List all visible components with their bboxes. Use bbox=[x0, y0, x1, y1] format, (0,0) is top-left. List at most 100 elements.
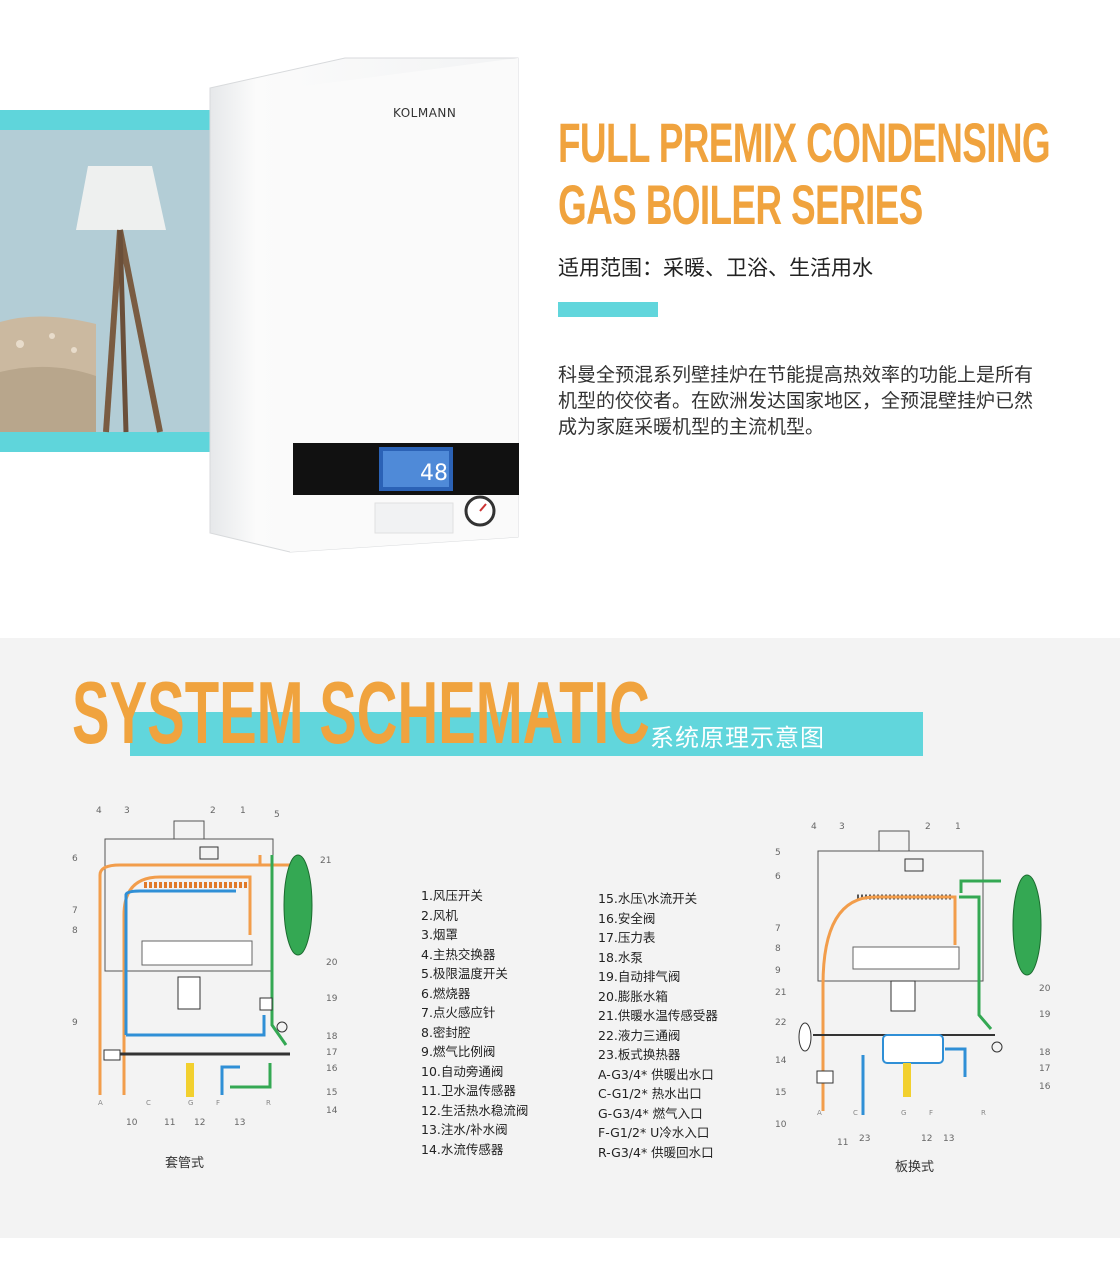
diagram-number: 15 bbox=[326, 1088, 337, 1098]
legend-item: R-G3/4* 供暖回水口 bbox=[598, 1144, 714, 1160]
diagram-number: 20 bbox=[1039, 984, 1051, 994]
right-schematic-diagram: 4 3 2 1 5 6 7 8 9 21 22 14 15 10 20 19 1… bbox=[775, 822, 1051, 1148]
diagram-number: 4 bbox=[811, 822, 817, 832]
diagram-number: 1 bbox=[955, 822, 961, 832]
legend-item: 4.主热交换器 bbox=[421, 946, 496, 962]
diagram-number: 15 bbox=[775, 1088, 786, 1098]
legend-item: 1.风压开关 bbox=[421, 888, 483, 903]
legend-item: 13.注水/补水阀 bbox=[421, 1122, 508, 1137]
diagram-number: 14 bbox=[775, 1056, 787, 1066]
legend-item: 21.供暖水温传感受器 bbox=[598, 1008, 718, 1023]
room-photo bbox=[0, 110, 212, 452]
diagram-number: 17 bbox=[1039, 1064, 1050, 1074]
port-label: C bbox=[146, 1099, 151, 1107]
diagram-number: 9 bbox=[775, 966, 781, 976]
diagram-number: 10 bbox=[775, 1120, 787, 1130]
legend-item: 5.极限温度开关 bbox=[421, 966, 508, 981]
diagram-number: 16 bbox=[1039, 1082, 1051, 1092]
left-diagram-caption: 套管式 bbox=[165, 1156, 205, 1171]
diagram-number: 8 bbox=[775, 944, 781, 954]
port-label: R bbox=[981, 1109, 986, 1117]
diagram-number: 21 bbox=[320, 856, 331, 866]
page-title: FULL PREMIX CONDENSING GAS BOILER SERIES bbox=[558, 111, 1051, 236]
diagram-number: 12 bbox=[921, 1134, 932, 1144]
diagram-number: 23 bbox=[859, 1134, 870, 1144]
legend-item: 7.点火感应针 bbox=[421, 1005, 496, 1020]
diagram-number: 18 bbox=[1039, 1048, 1051, 1058]
diagram-number: 11 bbox=[164, 1118, 175, 1128]
diagram-number: 4 bbox=[96, 806, 102, 816]
legend-item: 10.自动旁通阀 bbox=[421, 1063, 504, 1079]
port-label: F bbox=[216, 1099, 220, 1107]
title-line-1: FULL PREMIX CONDENSING bbox=[558, 111, 1051, 174]
diagram-number: 11 bbox=[837, 1138, 848, 1148]
schematic-title: SYSTEM SCHEMATIC bbox=[72, 663, 650, 762]
port-label: F bbox=[929, 1109, 933, 1117]
legend-item: 15.水压\水流开关 bbox=[598, 891, 698, 906]
legend-item: 16.安全阀 bbox=[598, 910, 656, 926]
diagram-number: 22 bbox=[775, 1018, 786, 1028]
port-label: G bbox=[901, 1109, 906, 1117]
legend-item: C-G1/2* 热水出口 bbox=[598, 1086, 702, 1101]
schematic-title-bar bbox=[130, 712, 923, 756]
schematic-subtitle: 系统原理示意图 bbox=[650, 724, 825, 752]
application-scope: 适用范围：采暖、卫浴、生活用水 bbox=[558, 256, 873, 280]
left-schematic-diagram: 4 3 2 1 5 6 7 8 9 21 20 19 18 17 16 15 1… bbox=[72, 806, 338, 1128]
diagram-number: 2 bbox=[925, 822, 931, 832]
diagram-number: 9 bbox=[72, 1018, 78, 1028]
product-description: 科曼全预混系列壁挂炉在节能提高热效率的功能上是所有机型的佼佼者。在欧洲发达国家地… bbox=[558, 364, 1034, 438]
diagram-number: 7 bbox=[775, 924, 781, 934]
diagram-number: 3 bbox=[839, 822, 845, 832]
diagram-number: 21 bbox=[775, 988, 786, 998]
legend-item: 9.燃气比例阀 bbox=[421, 1044, 496, 1059]
port-label: A bbox=[98, 1099, 103, 1107]
legend-item: 12.生活热水稳流阀 bbox=[421, 1102, 529, 1118]
diagram-number: 19 bbox=[1039, 1010, 1051, 1020]
port-label: C bbox=[853, 1109, 858, 1117]
diagram-number: 5 bbox=[775, 848, 781, 858]
legend-item: 3.烟罩 bbox=[421, 927, 458, 942]
legend-item: 17.压力表 bbox=[598, 930, 656, 945]
diagram-number: 5 bbox=[274, 810, 280, 820]
legend-item: 20.膨胀水箱 bbox=[598, 988, 668, 1004]
legend-column-2: 15.水压\水流开关 16.安全阀 17.压力表 18.水泵 19.自动排气阀 20.膨胀… bbox=[598, 889, 718, 1162]
diagram-number: 6 bbox=[72, 854, 78, 864]
legend-item: 23.板式换热器 bbox=[598, 1047, 681, 1062]
boiler-image: 48 KOLMANN bbox=[209, 57, 519, 553]
diagram-number: 10 bbox=[126, 1118, 138, 1128]
diagram-number: 1 bbox=[240, 806, 246, 816]
legend-item: 14.水流传感器 bbox=[421, 1141, 504, 1157]
legend-item: A-G3/4* 供暖出水口 bbox=[598, 1066, 714, 1082]
diagram-number: 18 bbox=[326, 1032, 338, 1042]
port-label: G bbox=[188, 1099, 193, 1107]
accent-bar bbox=[558, 302, 658, 317]
diagram-number: 19 bbox=[326, 994, 338, 1004]
diagram-number: 6 bbox=[775, 872, 781, 882]
legend-item: G-G3/4* 燃气入口 bbox=[598, 1105, 703, 1121]
port-label: R bbox=[266, 1099, 271, 1107]
legend-item: 8.密封腔 bbox=[421, 1024, 471, 1040]
diagram-number: 17 bbox=[326, 1048, 337, 1058]
legend-item: 11.卫水温传感器 bbox=[421, 1083, 516, 1098]
brand-logo: KOLMANN bbox=[393, 106, 456, 120]
legend-item: 19.自动排气阀 bbox=[598, 969, 681, 984]
legend-item: 18.水泵 bbox=[598, 949, 643, 965]
diagram-number: 12 bbox=[194, 1118, 205, 1128]
diagram-number: 14 bbox=[326, 1106, 338, 1116]
diagram-number: 20 bbox=[326, 958, 338, 968]
display-value: 48 bbox=[420, 461, 448, 486]
diagram-number: 3 bbox=[124, 806, 130, 816]
port-label: A bbox=[817, 1109, 822, 1117]
diagram-number: 16 bbox=[326, 1064, 338, 1074]
diagram-number: 2 bbox=[210, 806, 216, 816]
legend-item: 2.风机 bbox=[421, 907, 458, 923]
legend-item: 22.液力三通阀 bbox=[598, 1027, 681, 1043]
right-diagram-caption: 板换式 bbox=[895, 1160, 935, 1175]
legend-item: F-G1/2* U冷水入口 bbox=[598, 1125, 710, 1140]
diagram-number: 8 bbox=[72, 926, 78, 936]
legend-item: 6.燃烧器 bbox=[421, 985, 471, 1001]
legend-column-1: 1.风压开关 2.风机 3.烟罩 4.主热交换器 5.极限温度开关 6.燃烧器 7.点火感应… bbox=[421, 886, 528, 1159]
diagram-number: 7 bbox=[72, 906, 78, 916]
title-line-2: GAS BOILER SERIES bbox=[558, 173, 923, 236]
diagram-number: 13 bbox=[234, 1118, 245, 1128]
